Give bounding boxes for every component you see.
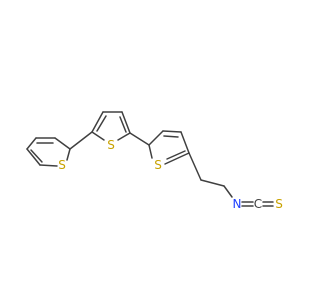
bond — [69, 131, 93, 150]
bond — [91, 111, 104, 133]
bond — [164, 152, 190, 165]
bond — [148, 130, 164, 146]
structure-svg: S S S N C S — [26, 111, 283, 211]
bond — [30, 149, 43, 163]
bond — [223, 185, 233, 198]
bond — [162, 130, 182, 133]
bond — [26, 148, 41, 166]
bond — [166, 150, 186, 160]
bond — [163, 135, 179, 138]
bond — [26, 137, 37, 150]
bond — [54, 137, 71, 150]
bond — [117, 132, 131, 141]
bond — [96, 115, 107, 132]
bond — [188, 152, 202, 181]
molecule-diagram: S S S N C S — [26, 111, 283, 211]
isothiocyanate-chain — [188, 152, 274, 207]
sulfur-atom-2: S — [107, 138, 115, 152]
bond — [39, 164, 58, 167]
sulfur-atom-4: S — [275, 197, 283, 211]
thiophene-ring-3 — [148, 130, 190, 165]
bond — [119, 116, 127, 133]
nitrogen-atom: N — [233, 197, 242, 211]
bond — [66, 148, 71, 161]
bond — [148, 144, 153, 159]
sulfur-atom-3: S — [154, 158, 162, 172]
carbon-atom: C — [254, 197, 262, 211]
bond — [121, 111, 131, 134]
thiophene-ring-2 — [91, 111, 131, 141]
bond — [129, 132, 150, 146]
bond — [180, 131, 190, 154]
bond — [200, 179, 225, 187]
bond — [91, 131, 105, 141]
sulfur-atom-1: S — [58, 158, 66, 172]
thiophene-ring-1 — [26, 137, 71, 167]
